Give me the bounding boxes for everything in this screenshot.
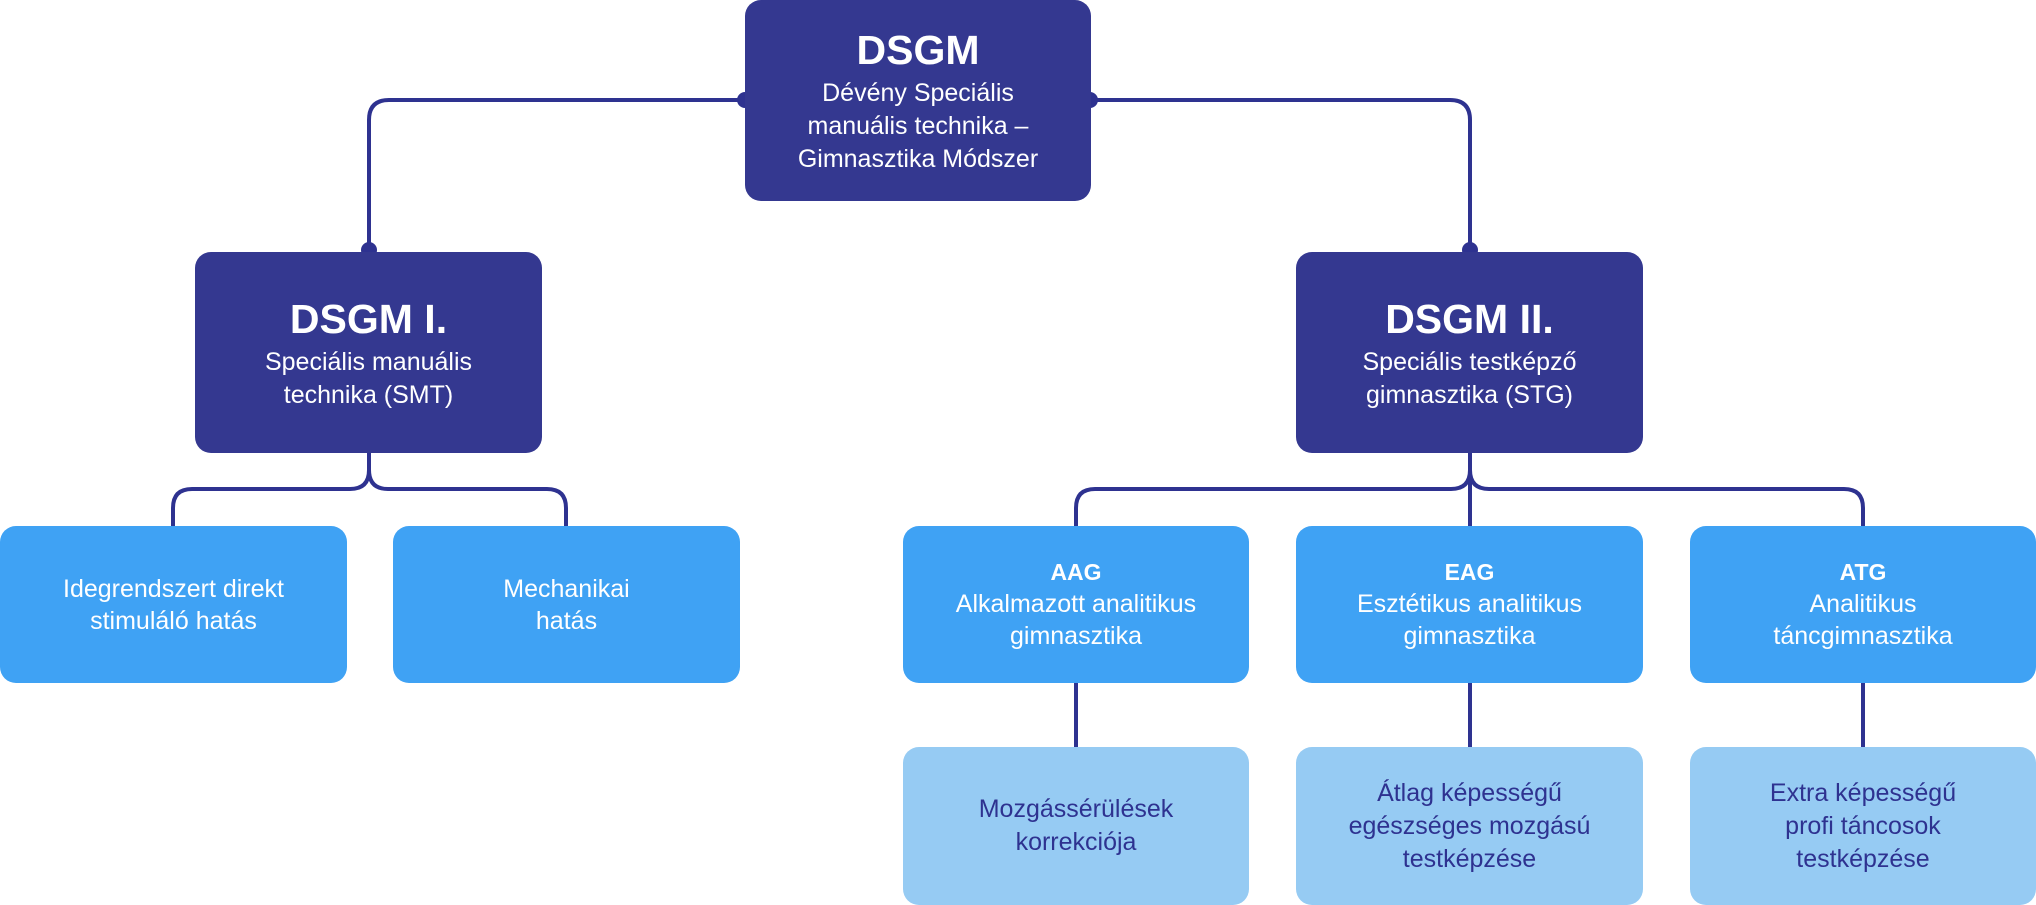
aag-code: AAG: [1050, 559, 1102, 585]
atg-name: Analitikus táncgimnasztika: [1773, 590, 1953, 650]
atg-result: Extra képességű profi táncosok testképzé…: [1690, 747, 2036, 905]
dsgm-2-title: DSGM II.: [1385, 295, 1554, 342]
connector-root-right: [1088, 98, 1472, 252]
left-child-1-text: Idegrendszert direkt stimuláló hatás: [63, 574, 284, 635]
aag-result: Mozgássérülések korrekciója: [903, 747, 1249, 905]
right-child-eag: EAG Esztétikus analitikus gimnasztika: [1296, 526, 1643, 683]
dsgm-1-title: DSGM I.: [289, 295, 448, 342]
dsgm-1-node: DSGM I. Speciális manuális technika (SMT…: [195, 252, 542, 453]
atg-result-text: Extra képességű profi táncosok testképzé…: [1769, 778, 1957, 873]
left-child-1: Idegrendszert direkt stimuláló hatás: [0, 526, 347, 683]
dsgm-2-node: DSGM II. Speciális testképző gimnasztika…: [1296, 252, 1643, 453]
eag-code: EAG: [1444, 559, 1495, 585]
aag-name: Alkalmazott analitikus gimnasztika: [955, 590, 1197, 650]
dsgm-1-subtitle: Speciális manuális technika (SMT): [264, 347, 473, 409]
right-child-aag: AAG Alkalmazott analitikus gimnasztika: [903, 526, 1249, 683]
connector-root-left: [367, 98, 747, 252]
eag-result-text: Átlag képességű egészséges mozgású testk…: [1348, 778, 1591, 873]
left-child-2: Mechanikai hatás: [393, 526, 740, 683]
root-node: DSGM Dévény Speciális manuális technika …: [745, 0, 1091, 201]
atg-code: ATG: [1839, 559, 1887, 585]
left-child-2-text: Mechanikai hatás: [503, 574, 630, 635]
connector-left-child-2: [367, 451, 568, 530]
right-child-atg: ATG Analitikus táncgimnasztika: [1690, 526, 2036, 683]
dsgm-2-subtitle: Speciális testképző gimnasztika (STG): [1362, 347, 1577, 409]
root-subtitle: Dévény Speciális manuális technika – Gim…: [797, 79, 1039, 173]
connector-left-child-1: [171, 451, 371, 530]
eag-result: Átlag képességű egészséges mozgású testk…: [1296, 747, 1643, 905]
root-title: DSGM: [856, 27, 980, 73]
aag-result-text: Mozgássérülések korrekciója: [978, 795, 1174, 856]
connector-right-child-1: [1074, 451, 1472, 530]
eag-name: Esztétikus analitikus gimnasztika: [1356, 590, 1583, 650]
connector-right-child-3: [1468, 451, 1865, 530]
